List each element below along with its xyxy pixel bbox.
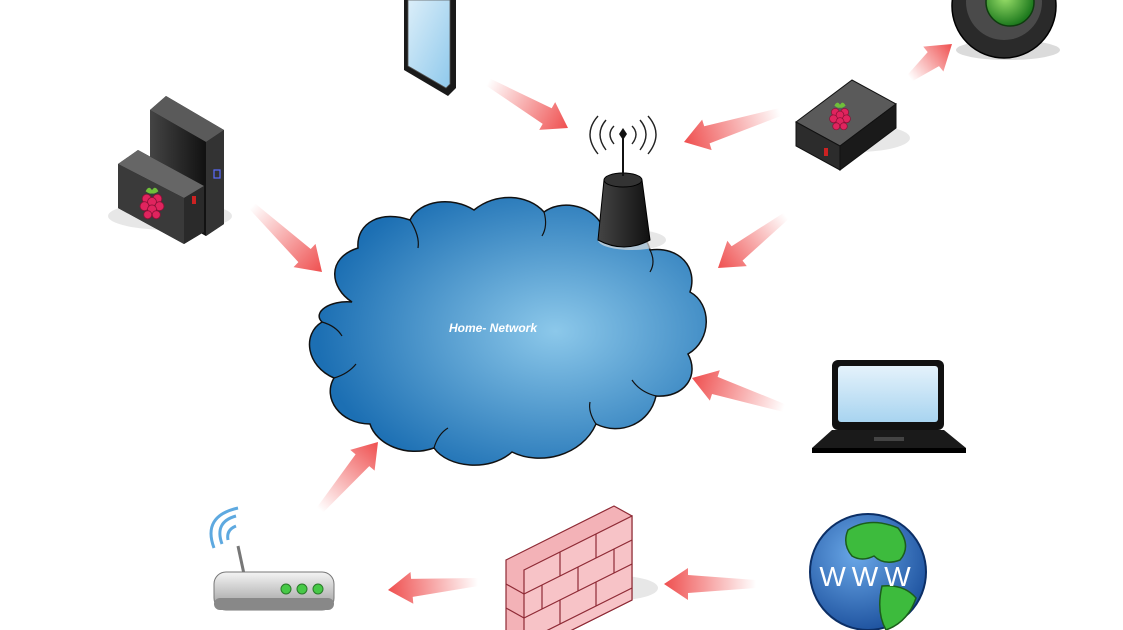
raspberry-pi-server-icon <box>108 96 232 244</box>
raspberry-pi-box-icon <box>795 79 910 171</box>
laptop-icon <box>812 360 966 453</box>
home-network-label: Home- Network <box>449 321 538 335</box>
arrow-tablet-to-antenna <box>486 78 569 130</box>
arrow-laptop-to-home-network <box>691 370 786 412</box>
connection-arrows <box>249 44 952 604</box>
antenna-icon <box>589 115 666 250</box>
arrow-router-to-home-network <box>316 442 378 513</box>
wifi-router-icon <box>209 506 335 611</box>
tablet-icon <box>404 0 456 96</box>
arrow-raspberry-pi-box-to-webcam <box>907 44 952 82</box>
arrow-raspberry-pi-box-to-home-network <box>718 212 789 268</box>
arrow-firewall-to-router <box>387 571 479 604</box>
firewall-icon <box>505 505 658 630</box>
home-network-cloud: Home- Network <box>308 196 707 466</box>
arrow-raspberry-pi-box-to-antenna <box>684 108 782 151</box>
globe-icon: WWW <box>809 513 927 630</box>
globe-label: WWW <box>819 561 916 592</box>
arrow-internet-to-firewall <box>664 568 756 600</box>
webcam-icon <box>951 0 1060 60</box>
arrow-raspberry-pi-servers-to-home-network <box>249 203 322 272</box>
